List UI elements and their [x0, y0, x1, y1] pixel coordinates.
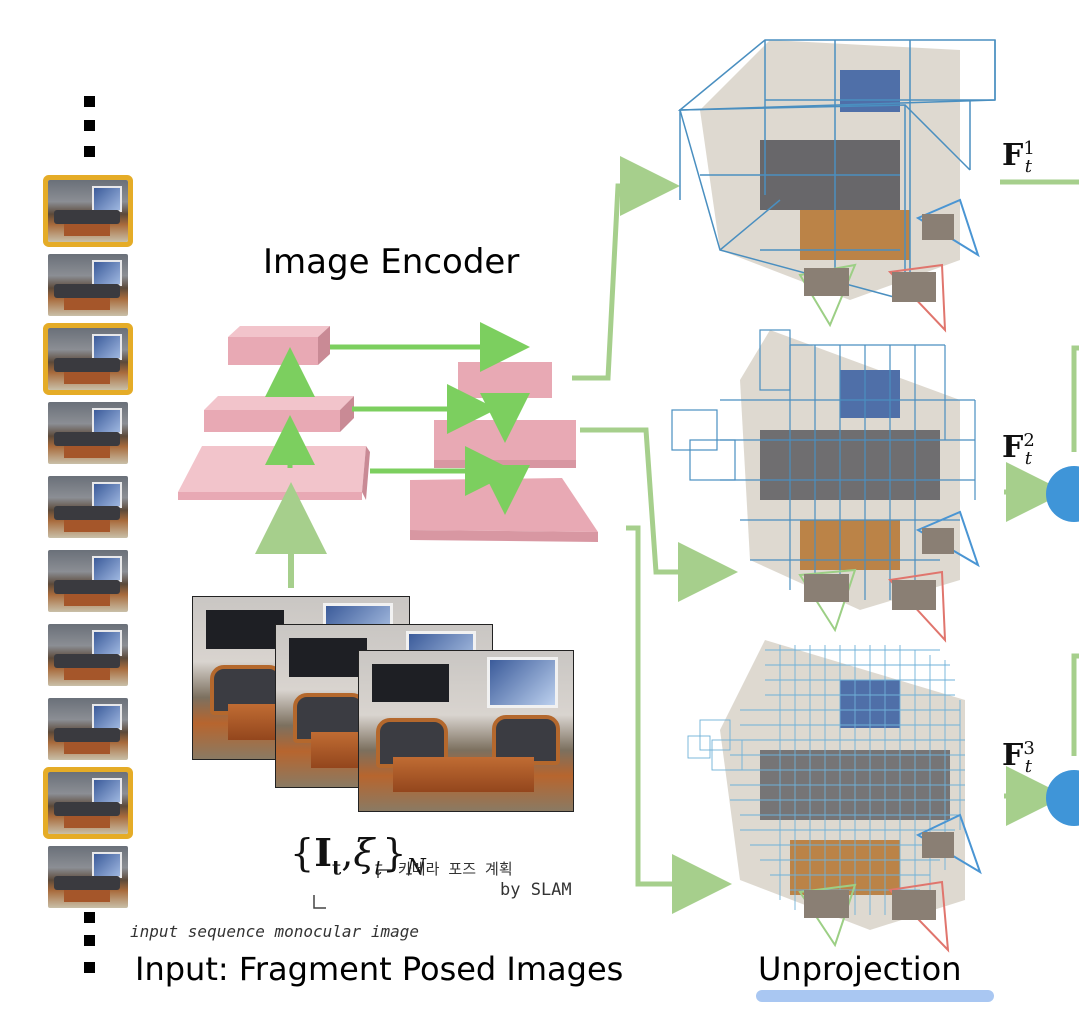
feature-label-1: F1t [1002, 138, 1035, 177]
image-encoder-title: Image Encoder [263, 242, 520, 282]
input-caption: Input: Fragment Posed Images [135, 950, 624, 988]
voxel-volume-medium [671, 329, 980, 643]
sequence-thumbnail [48, 624, 128, 686]
feature-label-3: F3t [1002, 738, 1035, 777]
sequence-thumbnail [48, 180, 128, 242]
sequence-thumbnail [48, 402, 128, 464]
encoder-arrows [265, 322, 530, 515]
monocular-note: input sequence monocular image [130, 922, 419, 941]
unprojection-title: Unprojection [758, 950, 962, 988]
encoder-output-arrows [572, 156, 738, 914]
encoder-block-right-mid [434, 420, 576, 468]
camera-pose-note-mark [377, 869, 395, 878]
input-photo-3 [358, 650, 574, 812]
camera-pose-note: 카메라 포즈 계획 [398, 860, 513, 878]
sequence-thumbnail [48, 254, 128, 316]
ellipsis-dot-bottom-2 [84, 935, 95, 946]
sequence-thumbnail [48, 846, 128, 908]
encoder-block-left-bottom [178, 446, 370, 500]
feature-arrows [1000, 179, 1079, 826]
ellipsis-dot-top-3 [84, 146, 95, 157]
sequence-thumbnail [48, 698, 128, 760]
sequence-thumbnail [48, 328, 128, 390]
encoder-block-right-top [458, 362, 552, 398]
slam-note: by SLAM [500, 880, 572, 900]
ellipsis-dot-top-1 [84, 96, 95, 107]
ellipsis-dot-bottom-1 [84, 912, 95, 923]
monocular-note-mark [313, 895, 326, 909]
voxel-volume-fine [687, 640, 982, 953]
sequence-thumbnail [48, 550, 128, 612]
unprojection-underline [756, 990, 994, 1002]
voxel-volume-coarse [677, 39, 996, 333]
sequence-thumbnail [48, 476, 128, 538]
ellipsis-dot-top-2 [84, 120, 95, 131]
encoder-block-left-top [228, 326, 330, 365]
encoder-block-left-mid [204, 396, 354, 432]
ellipsis-dot-bottom-3 [84, 962, 95, 973]
input-set-notation: {It,ξt}N [290, 830, 426, 881]
feature-label-2: F2t [1002, 430, 1035, 469]
sequence-thumbnail [48, 772, 128, 834]
